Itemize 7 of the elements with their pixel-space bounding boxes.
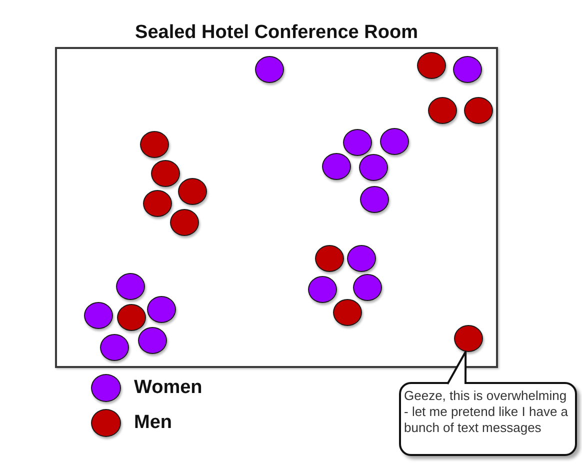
man-marker-icon <box>454 325 483 352</box>
speech-bubble-tail <box>446 350 467 385</box>
legend-label: Women <box>134 377 202 399</box>
speech-text: Geeze, this is overwhelming - let me pretend like I have a bunch of text messages <box>404 388 570 436</box>
legend-label: Men <box>134 412 172 434</box>
speech-bubble <box>399 382 577 456</box>
room-title: Sealed Hotel Conference Room <box>135 22 418 44</box>
